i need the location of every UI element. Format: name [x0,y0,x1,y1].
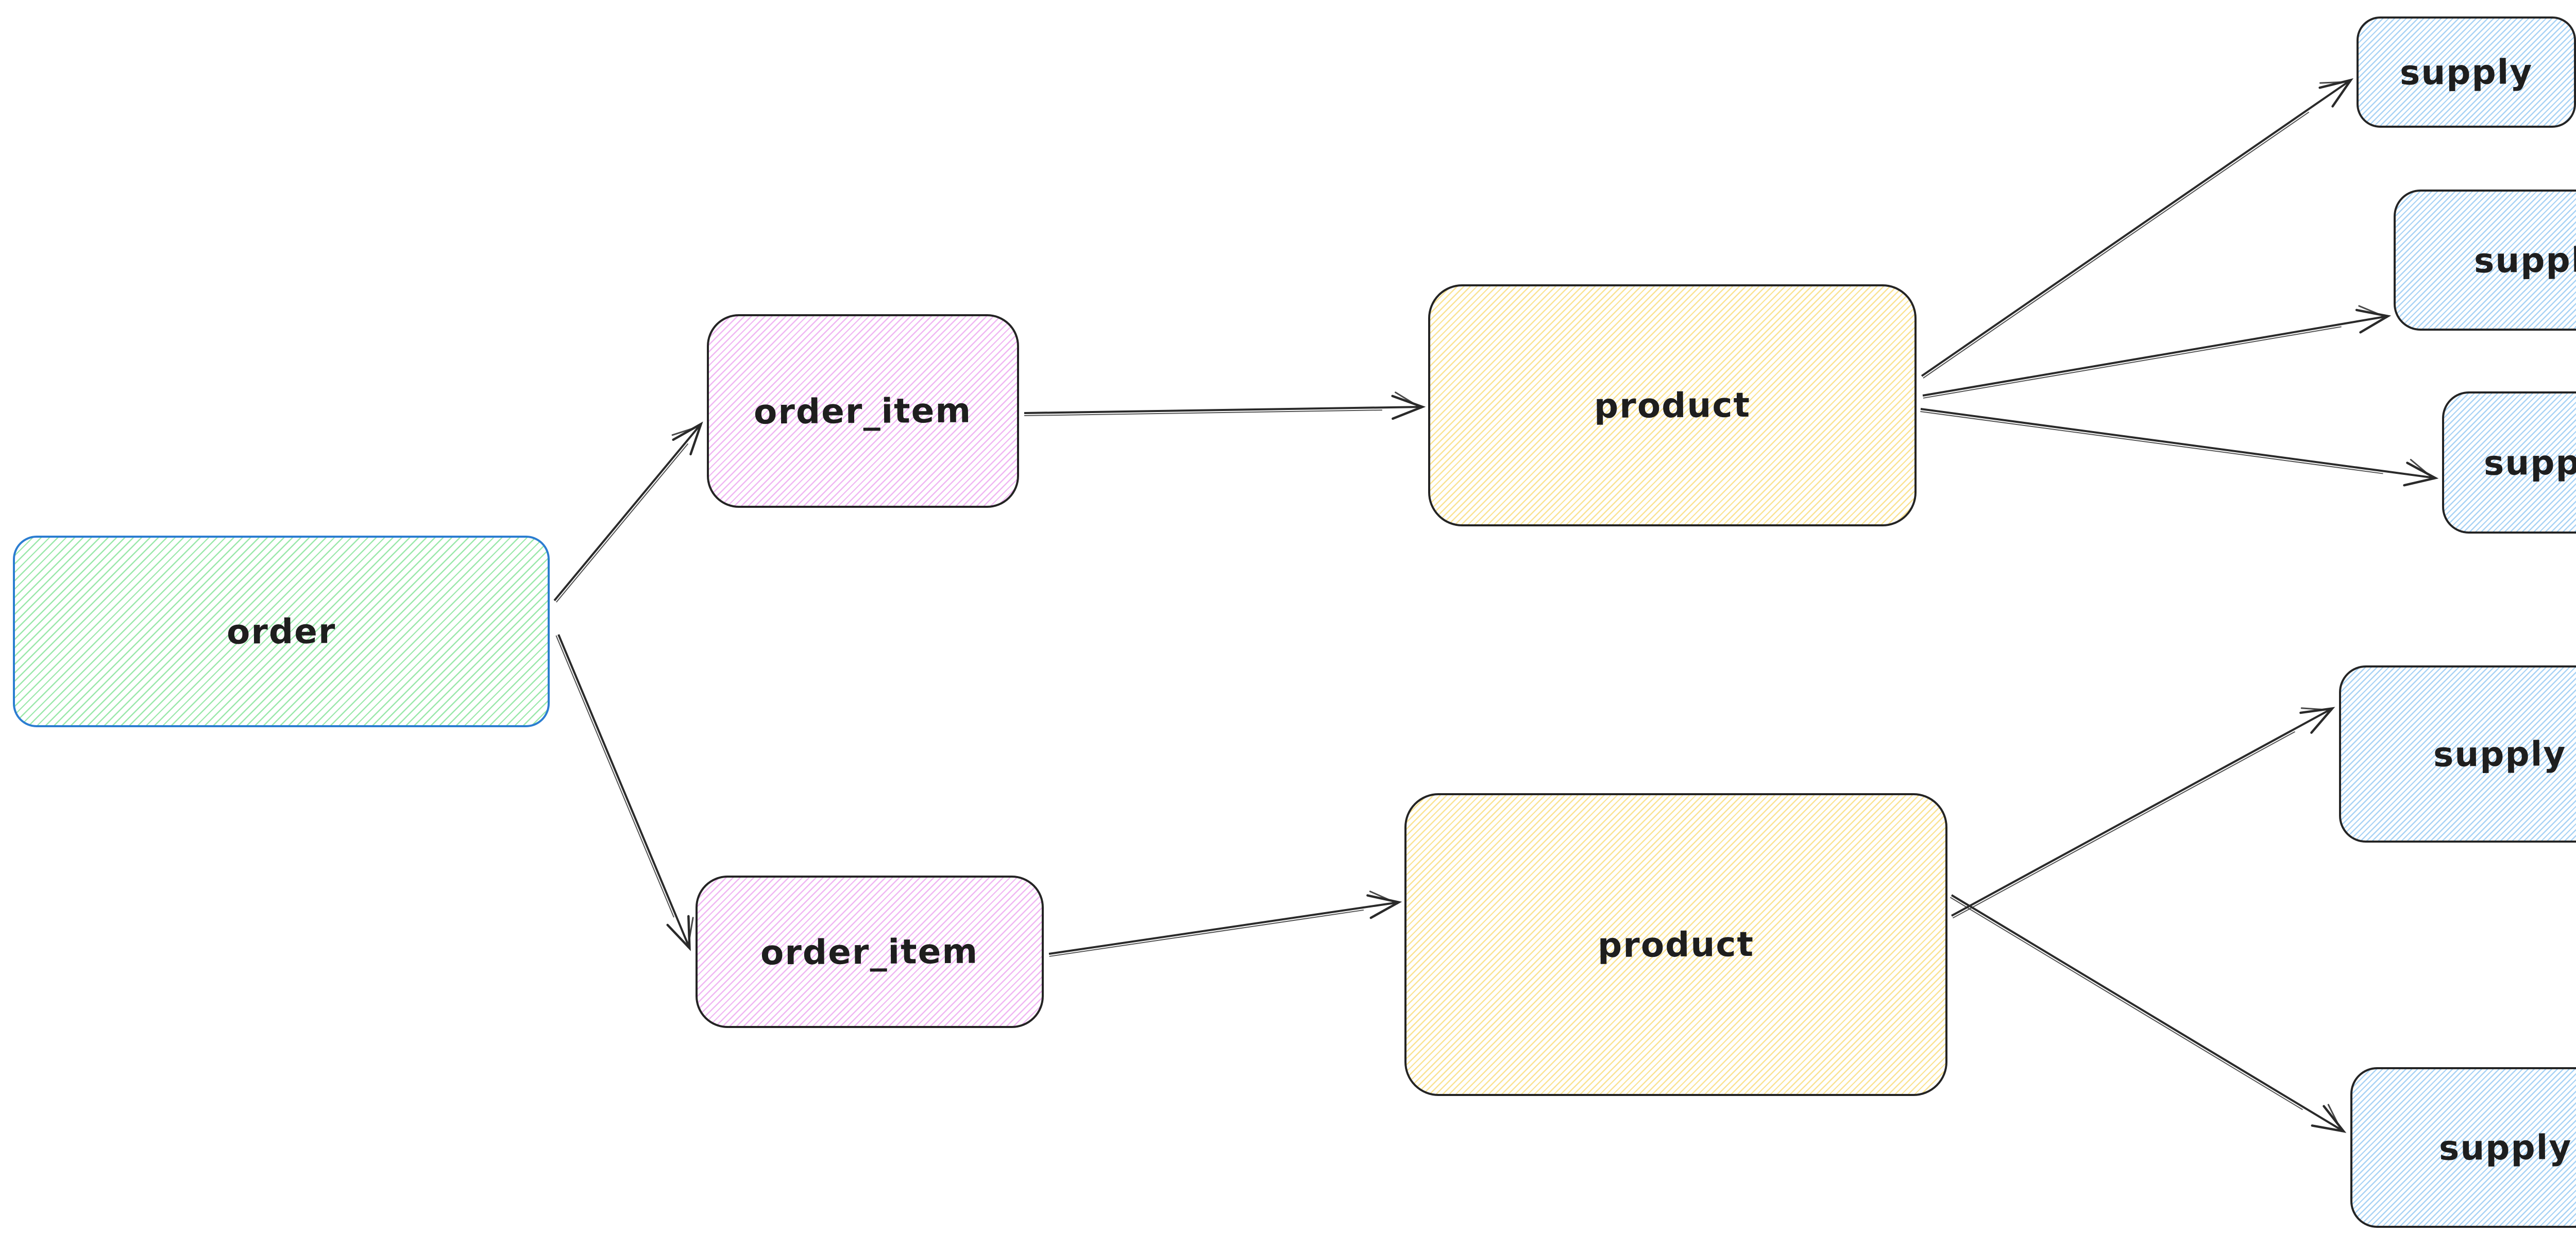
arrow-line [553,421,703,602]
arrow-line [1920,408,2439,487]
arrow-ghost-stroke [1952,731,2296,919]
node-supply-2[interactable]: supply [2394,190,2576,331]
node-supply-5[interactable]: supply [2350,1067,2576,1228]
node-label: order_item [754,390,972,432]
node-label: order_item [760,931,979,972]
arrow-ghost-stroke [1920,410,2383,474]
arrow-ghost-stroke [1024,409,1382,416]
node-order[interactable]: order [13,536,550,727]
node-supply-1[interactable]: supply [2357,16,2576,128]
arrow-ghost-stroke [1950,897,2303,1110]
node-label: supply [2473,239,2576,281]
node-supply-4[interactable]: supply [2339,665,2576,843]
arrow-order-item-top-to-product-top[interactable] [1024,391,1426,420]
arrow-product-top-to-supply-3[interactable] [1920,408,2439,487]
arrow-product-top-to-supply-1[interactable] [1921,78,2354,379]
node-order-item-top[interactable]: order_item [707,314,1019,508]
arrow-line [1951,707,2335,917]
arrow-ghost-stroke [1923,111,2310,379]
node-label: product [1594,385,1751,426]
arrow-ghost-stroke [555,635,674,918]
arrow-line [1951,894,2347,1133]
arrow-ghost-stroke [1049,909,1364,957]
arrow-line [1921,78,2354,377]
arrow-ghost-stroke [556,443,689,603]
arrow-order-to-order-item-bottom[interactable] [555,634,694,951]
arrow-line [1922,305,2392,397]
node-label: supply [2433,733,2567,775]
node-product-bottom[interactable]: product [1404,793,1947,1096]
arrow-product-bottom-to-supply-4[interactable] [1951,707,2335,919]
node-label: supply [2438,1127,2572,1168]
arrow-line [1024,391,1426,420]
node-label: supply [2483,442,2576,483]
arrow-line [557,634,694,951]
arrow-order-item-bottom-to-product-bottom[interactable] [1048,890,1402,957]
node-product-top[interactable]: product [1428,284,1917,526]
arrow-product-top-to-supply-2[interactable] [1922,305,2392,399]
arrow-line [1048,890,1402,955]
node-label: product [1597,924,1755,965]
node-label: supply [2399,52,2533,93]
arrow-order-to-order-item-top[interactable] [553,421,703,603]
node-label: order [226,611,336,652]
arrow-ghost-stroke [1923,326,2342,399]
node-order-item-bottom[interactable]: order_item [696,876,1044,1028]
node-supply-3[interactable]: supply [2442,391,2576,534]
arrows-group [553,78,2439,1133]
arrow-product-bottom-to-supply-5[interactable] [1950,894,2347,1133]
